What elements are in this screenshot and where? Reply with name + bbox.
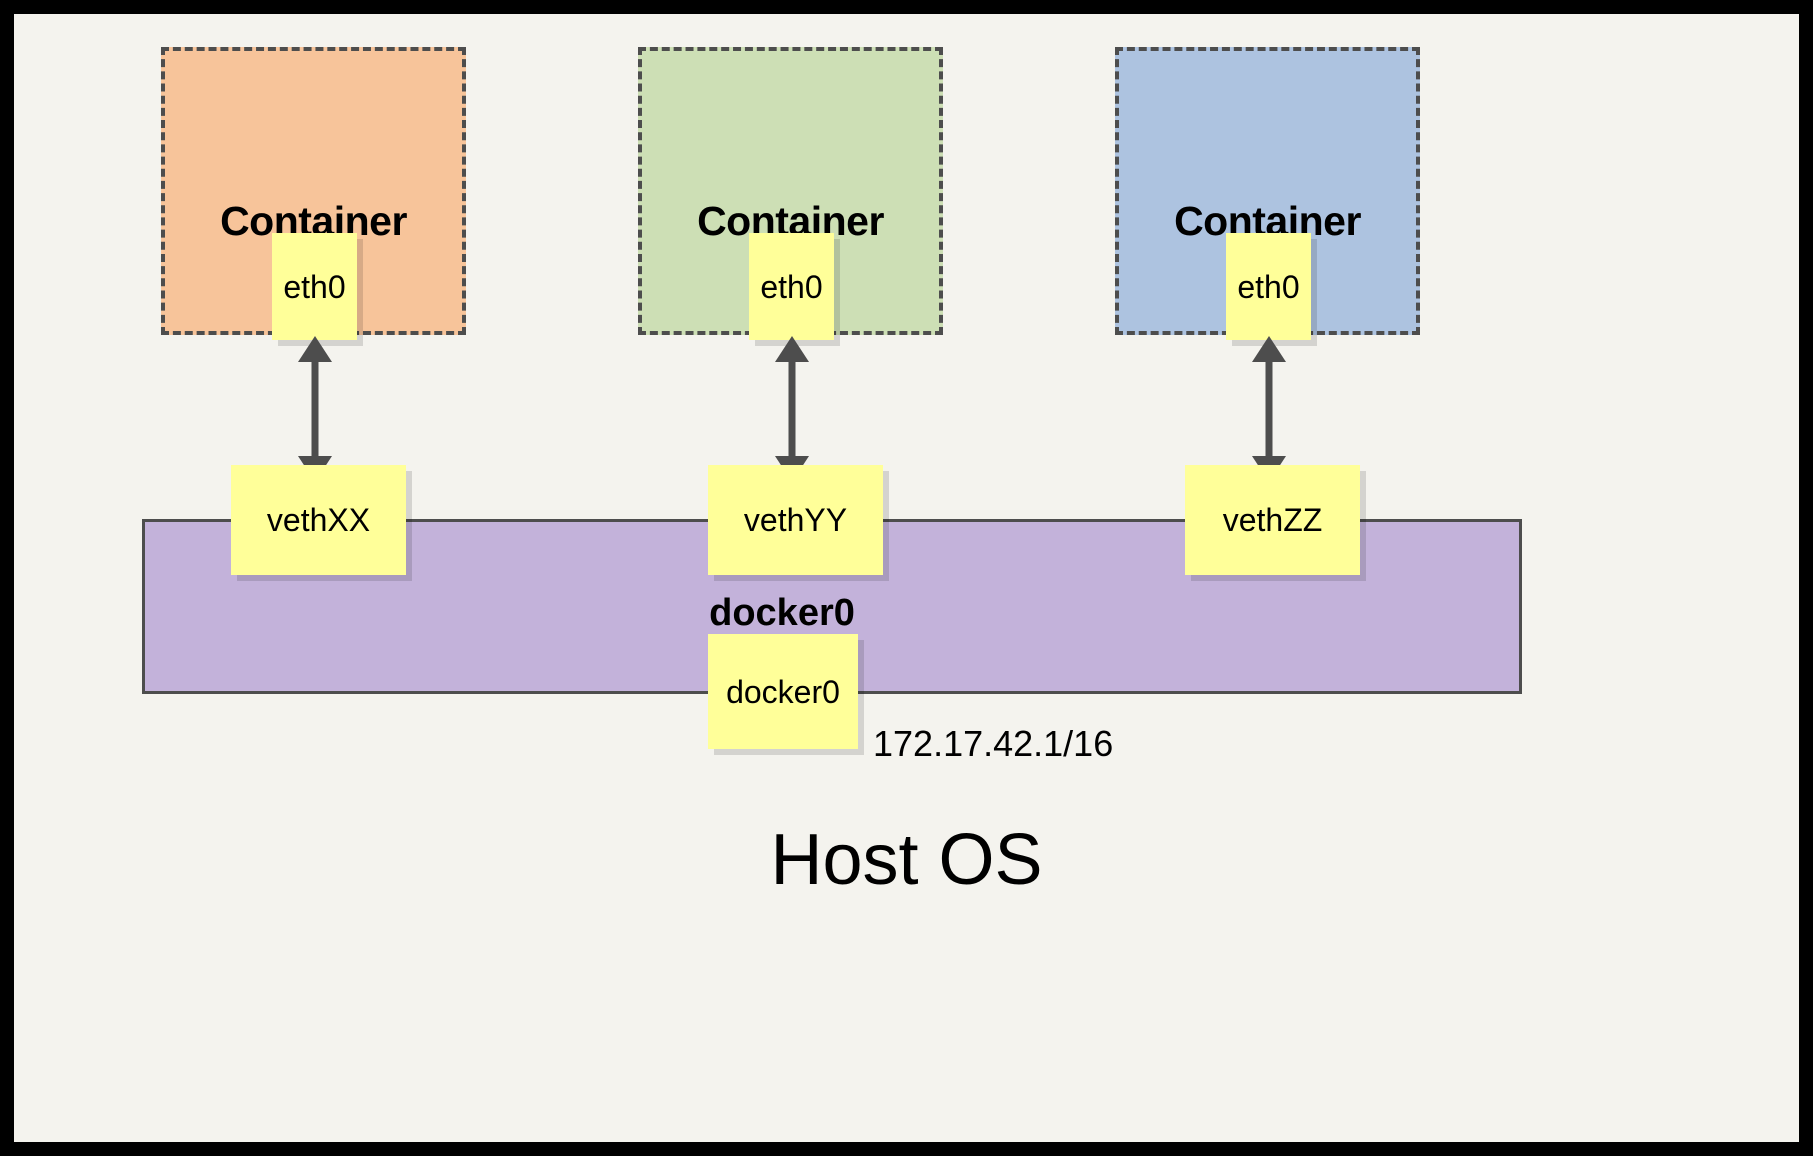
docker0-interface-label: docker0 (726, 673, 840, 710)
docker0-ip-label: 172.17.42.1/16 (873, 723, 1114, 764)
eth0-label-1: eth0 (283, 268, 346, 305)
vethzz-label: vethZZ (1222, 502, 1323, 538)
arrow-eth0-to-vethyy (775, 336, 809, 482)
eth0-box-3: eth0 (1226, 233, 1311, 340)
diagram-page: Container eth0 Container eth0 Container … (14, 14, 1799, 1142)
docker0-interface-box: docker0 (708, 634, 858, 749)
eth0-box-2: eth0 (749, 233, 834, 340)
docker0-bridge-title: docker0 (709, 592, 855, 634)
arrow-eth0-to-vethzz (1252, 336, 1286, 482)
host-os-label: Host OS (770, 820, 1043, 900)
vethyy-label: vethYY (743, 502, 848, 538)
eth0-box-1: eth0 (272, 233, 357, 340)
arrow-eth0-to-vethxx (298, 336, 332, 482)
vethyy-box: vethYY (708, 465, 883, 575)
eth0-label-2: eth0 (760, 268, 823, 305)
vethxx-box: vethXX (231, 465, 406, 575)
vethzz-box: vethZZ (1185, 465, 1360, 575)
eth0-label-3: eth0 (1237, 268, 1300, 305)
vethxx-label: vethXX (266, 502, 371, 538)
